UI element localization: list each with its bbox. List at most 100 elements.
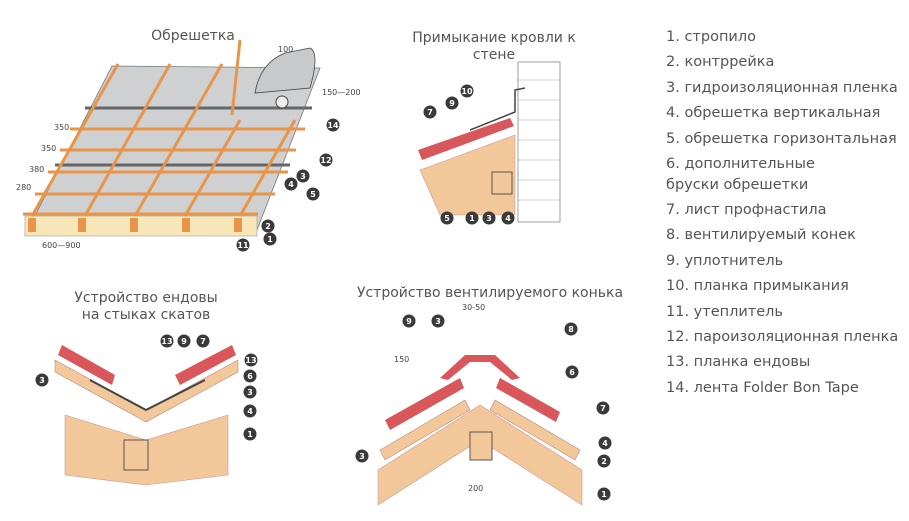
callout-marker xyxy=(445,96,459,110)
callout-number: 1 xyxy=(267,235,273,244)
callout-number: 5 xyxy=(444,214,450,223)
dim-200: 200 xyxy=(468,484,483,493)
title-valley-1: Устройство ендовы xyxy=(74,290,217,306)
dim-30-50: 30-50 xyxy=(462,303,485,312)
callout-number: 5 xyxy=(310,190,316,199)
callout-number: 9 xyxy=(406,317,412,326)
callout-marker xyxy=(326,118,340,132)
wall-junction-diagram xyxy=(418,61,561,223)
callout-number: 4 xyxy=(247,407,253,416)
title-wall-2: стене xyxy=(473,47,515,63)
callout-number: 11 xyxy=(237,241,249,250)
callout-marker xyxy=(306,187,320,201)
callout-number: 9 xyxy=(181,337,187,346)
callout-marker xyxy=(243,369,257,383)
callout-marker xyxy=(597,454,611,468)
callout-marker xyxy=(482,211,496,225)
callout-marker xyxy=(236,238,250,252)
legend-item: 10. планка примыкания xyxy=(666,278,849,295)
callout-number: 7 xyxy=(427,108,433,117)
callout-number: 7 xyxy=(200,337,206,346)
callout-number: 2 xyxy=(265,222,271,231)
callout-number: 10 xyxy=(461,87,473,96)
dim-150-200: 150—200 xyxy=(322,88,361,97)
callout-number: 1 xyxy=(601,490,607,499)
legend-item: 5. обрешетка горизонтальная xyxy=(666,130,897,147)
callout-number: 3 xyxy=(300,172,306,181)
callout-marker xyxy=(243,427,257,441)
callout-marker xyxy=(598,436,612,450)
callout-marker xyxy=(564,322,578,336)
legend-item: 4. обрешетка вертикальная xyxy=(666,105,881,122)
ridge-diagram: 30-50 150 200 xyxy=(377,303,583,506)
valley-diagram xyxy=(54,345,239,486)
title-ridge: Устройство вентилируемого конька xyxy=(357,285,623,301)
callout-number: 13 xyxy=(245,356,256,365)
legend-item: 12. пароизоляционная пленка xyxy=(666,329,899,346)
title-valley-2: на стыках скатов xyxy=(82,307,211,323)
callout-marker xyxy=(565,365,579,379)
dim-350-a: 350 xyxy=(54,123,69,132)
legend-item: 3. гидроизоляционная пленка xyxy=(666,79,898,96)
callout-number: 6 xyxy=(569,368,575,377)
legend-item: 14. лента Folder Bon Tape xyxy=(666,379,859,396)
callout-number: 14 xyxy=(327,121,339,130)
callout-number: 3 xyxy=(359,452,365,461)
callout-marker xyxy=(35,373,49,387)
callout-number: 3 xyxy=(39,376,45,385)
legend-item: 13. планка ендовы xyxy=(666,354,811,371)
callout-marker xyxy=(597,487,611,501)
callout-marker xyxy=(244,353,258,367)
callout-marker xyxy=(243,404,257,418)
callout-number: 4 xyxy=(602,439,608,448)
callout-number: 3 xyxy=(247,388,253,397)
callout-marker xyxy=(431,314,445,328)
callout-marker xyxy=(423,105,437,119)
callout-marker xyxy=(296,169,310,183)
legend-item: 6. дополнительные бруски обрешетки xyxy=(666,156,815,194)
legend-item: 11. утеплитель xyxy=(666,303,783,320)
callout-marker xyxy=(243,385,257,399)
callout-marker xyxy=(196,334,210,348)
callout-number: 1 xyxy=(247,430,253,439)
legend-item: 2. контррейка xyxy=(666,54,775,71)
dim-380: 380 xyxy=(29,165,44,174)
callout-number: 2 xyxy=(601,457,607,466)
callout-marker xyxy=(284,177,298,191)
dim-350-b: 350 xyxy=(41,144,56,153)
callout-marker xyxy=(465,211,479,225)
legend-item: 1. стропило xyxy=(666,29,756,45)
callout-number: 7 xyxy=(600,404,606,413)
callout-marker xyxy=(402,314,416,328)
dim-600-900: 600—900 xyxy=(42,241,81,250)
callout-marker xyxy=(263,232,277,246)
legend-item: 7. лист профнастила xyxy=(666,202,827,219)
callout-number: 4 xyxy=(505,214,511,223)
lathing-diagram: 100 150—200 350 350 380 280 600—900 xyxy=(16,39,361,250)
legend-item: 9. уплотнитель xyxy=(666,252,784,269)
callout-number: 13 xyxy=(161,337,172,346)
callout-marker xyxy=(596,401,610,415)
callout-number: 9 xyxy=(449,99,455,108)
callout-marker xyxy=(460,84,474,98)
callout-number: 6 xyxy=(247,372,253,381)
dim-280: 280 xyxy=(16,183,31,192)
legend-item: 8. вентилируемый конек xyxy=(666,227,856,244)
title-lathing: Обрешетка xyxy=(151,28,235,44)
dim-100: 100 xyxy=(278,45,293,54)
callout-marker xyxy=(160,334,174,348)
callout-number: 3 xyxy=(486,214,492,223)
callout-number: 12 xyxy=(320,156,331,165)
legend: 1. стропило 2. контррейка 3. гидроизоляцио… xyxy=(666,25,906,401)
dim-150: 150 xyxy=(394,355,409,364)
callout-marker xyxy=(261,219,275,233)
callout-marker xyxy=(319,153,333,167)
callout-number: 4 xyxy=(288,180,294,189)
callout-marker xyxy=(440,211,454,225)
callout-marker xyxy=(355,449,369,463)
callout-marker xyxy=(501,211,515,225)
callout-number: 8 xyxy=(568,325,574,334)
callout-number: 1 xyxy=(469,214,475,223)
